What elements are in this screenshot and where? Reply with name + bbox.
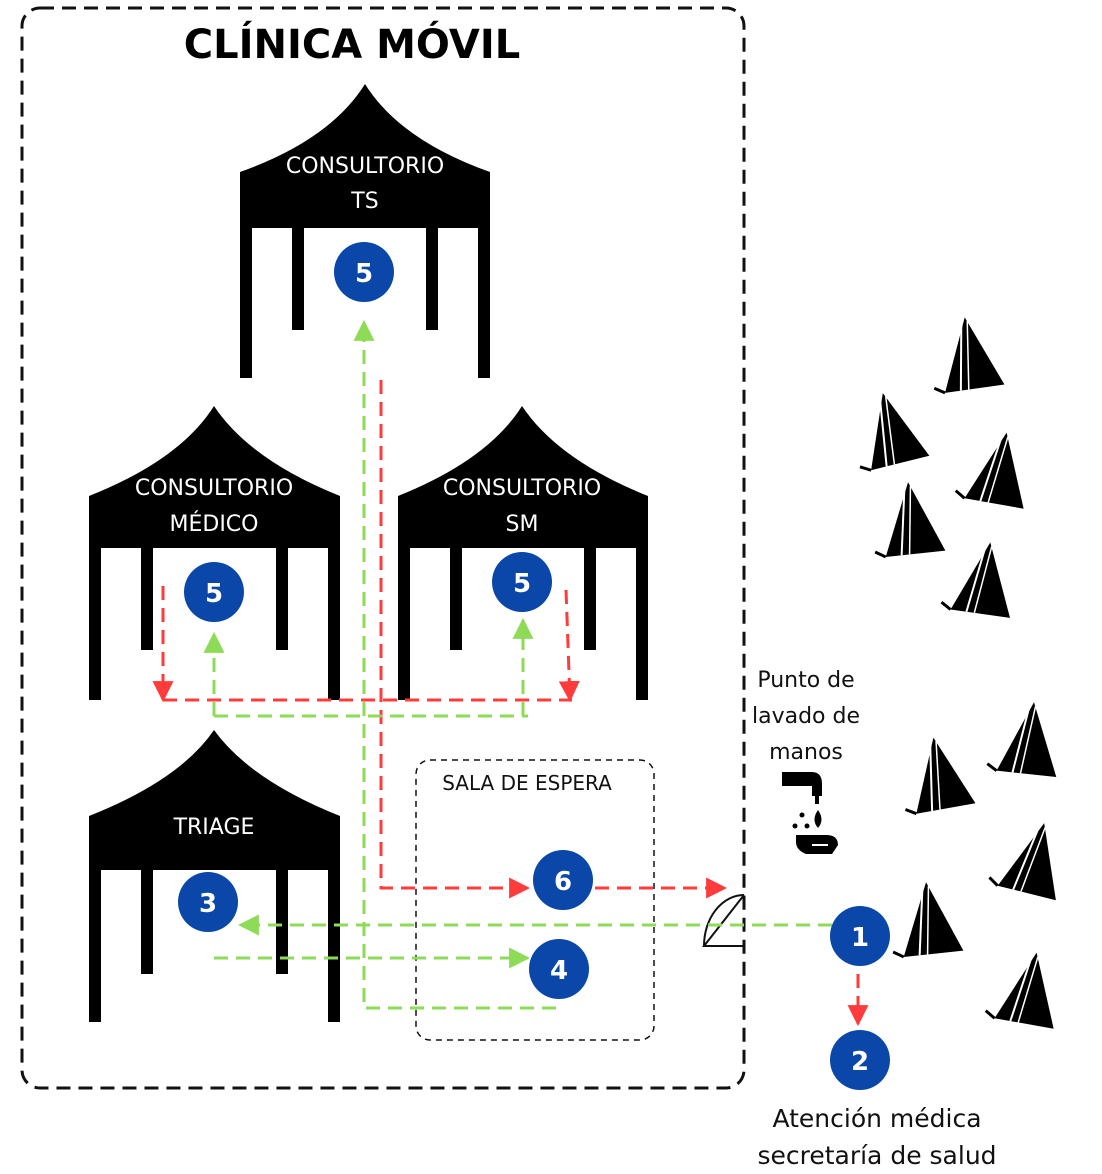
step-5-sm: 5 bbox=[492, 552, 552, 612]
water-tap-icon bbox=[782, 772, 822, 804]
step-5-ts-number: 5 bbox=[355, 259, 373, 289]
hand-wash-icon bbox=[792, 810, 838, 854]
step-5-sm-number: 5 bbox=[513, 569, 531, 599]
step-5-medico: 5 bbox=[184, 562, 244, 622]
step-1-entry: 1 bbox=[830, 906, 890, 966]
tent-sm-label-2: SM bbox=[506, 512, 539, 537]
tent-consultorio-medico: CONSULTORIO MÉDICO bbox=[89, 406, 340, 700]
outbound-flow bbox=[152, 380, 869, 1027]
step-6-exit: 6 bbox=[533, 850, 593, 910]
step-2-number: 2 bbox=[851, 1047, 869, 1077]
step-4-waiting: 4 bbox=[529, 939, 589, 999]
tent-icon-group-lower bbox=[884, 696, 1075, 1031]
tent-triage-label: TRIAGE bbox=[173, 815, 255, 840]
tent-triage: TRIAGE bbox=[89, 730, 340, 1022]
waiting-room-label: SALA DE ESPERA bbox=[442, 771, 612, 795]
tent-sm-label-1: CONSULTORIO bbox=[443, 476, 601, 501]
step-1-number: 1 bbox=[851, 923, 869, 953]
handwash-label-2: lavado de bbox=[752, 704, 860, 729]
door-icon bbox=[701, 894, 745, 947]
clinic-boundary bbox=[20, 6, 746, 1090]
tent-ts-label-1: CONSULTORIO bbox=[286, 154, 444, 179]
inbound-flow bbox=[203, 319, 832, 1010]
tent-icon-group-upper bbox=[842, 311, 1038, 620]
step-3-triage: 3 bbox=[178, 872, 238, 932]
tent-ts-label-2: TS bbox=[350, 189, 378, 214]
diagram-title: CLÍNICA MÓVIL bbox=[184, 20, 520, 68]
health-note-line-2: secretaría de salud bbox=[757, 1141, 996, 1170]
handwash-label-3: manos bbox=[769, 740, 843, 765]
step-5-ts: 5 bbox=[334, 242, 394, 302]
tent-consultorio-sm: CONSULTORIO SM bbox=[398, 406, 648, 700]
tent-medico-label-1: CONSULTORIO bbox=[135, 476, 293, 501]
step-2-health-secretary: 2 bbox=[830, 1030, 890, 1090]
step-3-number: 3 bbox=[199, 889, 217, 919]
health-note-line-1: Atención médica bbox=[772, 1104, 981, 1133]
handwash-label-1: Punto de bbox=[757, 668, 854, 693]
tent-medico-label-2: MÉDICO bbox=[170, 511, 259, 537]
waiting-room-area bbox=[415, 759, 655, 1041]
step-5-medico-number: 5 bbox=[205, 579, 223, 609]
tent-consultorio-ts: CONSULTORIO TS bbox=[240, 84, 490, 378]
step-4-number: 4 bbox=[550, 956, 568, 986]
step-6-number: 6 bbox=[554, 867, 572, 897]
